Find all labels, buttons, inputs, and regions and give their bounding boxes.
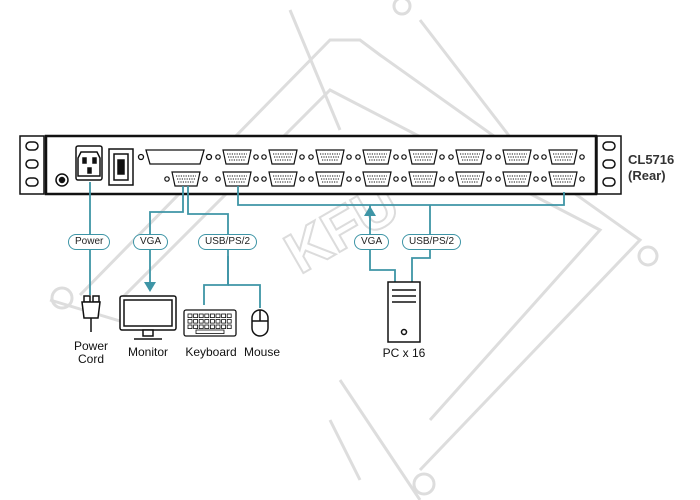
keyboard-key — [226, 319, 232, 324]
pc-label: PC x 16 — [382, 346, 426, 360]
vga-port-icon — [215, 149, 259, 165]
vga-port-icon — [308, 171, 352, 187]
usb-ps2-cable-label: USB/PS/2 — [198, 234, 258, 250]
keyboard-key — [204, 324, 210, 329]
vga-cable-label: VGA — [133, 234, 169, 250]
right-rack-ear — [596, 135, 622, 195]
keyboard-key — [209, 313, 215, 318]
model-name: CL5716 — [628, 152, 675, 167]
keyboard-key — [221, 313, 227, 318]
keyboard-key — [221, 324, 227, 329]
keyboard-key — [187, 313, 193, 318]
keyboard-key — [226, 313, 232, 318]
model-label: CL5716 (Rear) — [628, 152, 674, 184]
keyboard-key — [193, 313, 199, 318]
vga-port-icon — [215, 171, 259, 187]
pc-usb-ps2-cable-label: USB/PS/2 — [402, 234, 462, 250]
vga-port-icon — [261, 149, 305, 165]
left-rack-ear — [19, 135, 45, 195]
vga-port-icon — [541, 171, 585, 187]
console-vga-port-icon — [164, 171, 208, 187]
plug-icon — [81, 295, 101, 332]
vga-port-icon — [401, 171, 445, 187]
db-port-icon — [137, 149, 213, 165]
keyboard-label: Keyboard — [185, 345, 237, 359]
vga-port-icon — [401, 149, 445, 165]
mouse-icon — [251, 309, 269, 337]
keyboard-key — [221, 319, 227, 324]
keyboard-key — [198, 313, 204, 318]
power-cord-label: Power Cord — [66, 340, 116, 366]
vga-port-array — [164, 149, 585, 187]
keyboard-key — [226, 324, 232, 329]
vga-arrow-icon — [144, 282, 156, 292]
pc-tower-icon — [387, 281, 421, 343]
power-cable-label: Power — [68, 234, 111, 250]
ground-icon — [55, 173, 69, 187]
vga-port-icon — [448, 171, 492, 187]
vga-port-icon — [261, 171, 305, 187]
mouse-label: Mouse — [243, 345, 281, 359]
watermark: KFU — [49, 0, 659, 500]
keyboard-key — [209, 324, 215, 329]
model-view: (Rear) — [628, 168, 666, 183]
vga-port-icon — [541, 149, 585, 165]
power-switch-icon — [108, 148, 134, 186]
keyboard-key — [193, 324, 199, 329]
vga-port-icon — [355, 171, 399, 187]
vga-port-icon — [495, 171, 539, 187]
monitor-icon — [119, 295, 177, 340]
keyboard-spacebar — [195, 329, 225, 334]
keyboard-key — [204, 313, 210, 318]
keyboard-key — [204, 319, 210, 324]
keyboard-key — [198, 324, 204, 329]
keyboard-key — [187, 319, 193, 324]
keyboard-key — [215, 313, 221, 318]
keyboard-key — [215, 324, 221, 329]
vga-port-icon — [355, 149, 399, 165]
keyboard-key — [187, 324, 193, 329]
monitor-label: Monitor — [127, 345, 168, 359]
keyboard-key — [193, 319, 199, 324]
pc-vga-cable-label: VGA — [354, 234, 390, 250]
keyboard-icon — [183, 309, 237, 337]
vga-port-icon — [448, 149, 492, 165]
keyboard-key — [215, 319, 221, 324]
power-cord-line1: Power — [73, 339, 108, 353]
pc-vga-arrow-icon — [364, 206, 376, 216]
keyboard-key — [198, 319, 204, 324]
vga-port-icon — [495, 149, 539, 165]
power-socket-icon — [75, 145, 103, 181]
keyboard-key — [209, 319, 215, 324]
vga-port-icon — [308, 149, 352, 165]
power-cord-line2: Cord — [77, 352, 104, 366]
